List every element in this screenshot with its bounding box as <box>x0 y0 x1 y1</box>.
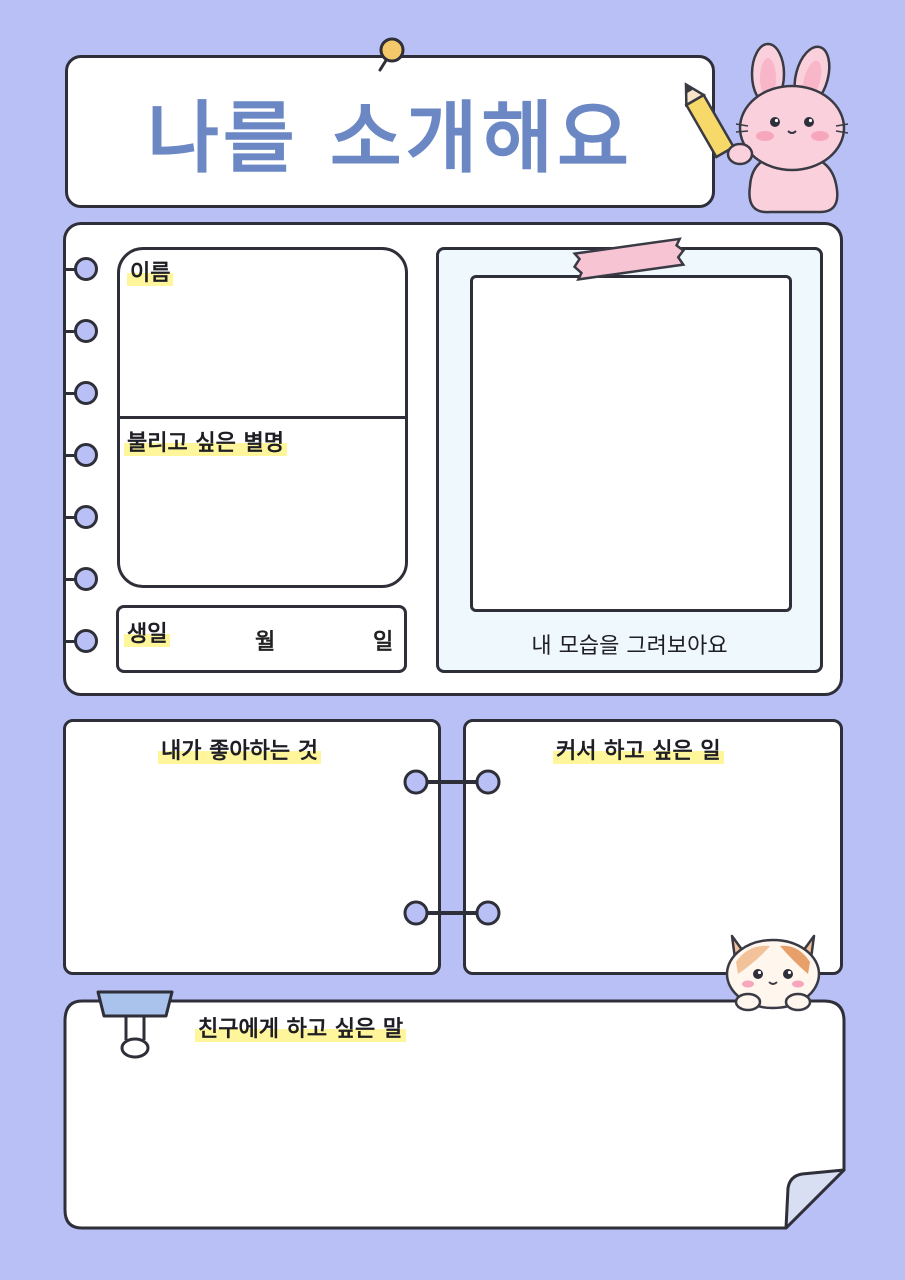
portrait-caption: 내 모습을 그려보아요 <box>531 634 728 659</box>
binder-ring <box>74 505 98 529</box>
day-label: 일 <box>373 630 394 655</box>
binder-ring <box>74 381 98 405</box>
message-card <box>63 999 846 1230</box>
birthday-label: 생일 <box>124 622 171 648</box>
message-label: 친구에게 하고 싶은 말 <box>195 1017 407 1043</box>
binder-clip-icon <box>96 990 174 1059</box>
name-nickname-box <box>117 247 408 588</box>
name-divider <box>120 416 405 419</box>
month-label: 월 <box>255 630 276 655</box>
binder-ring <box>74 257 98 281</box>
likes-label: 내가 좋아하는 것 <box>158 739 321 765</box>
birthday-month-field[interactable] <box>185 612 250 662</box>
nickname-field[interactable] <box>130 465 395 575</box>
pushpin-icon <box>378 37 405 72</box>
binder-ring <box>74 629 98 653</box>
dream-label: 커서 하고 싶은 일 <box>553 739 724 765</box>
binder-ring <box>74 319 98 343</box>
connector-rings <box>403 769 501 926</box>
message-field[interactable] <box>90 1060 770 1210</box>
birthday-day-field[interactable] <box>290 612 368 662</box>
washi-tape-icon <box>572 237 686 281</box>
page-title: 나를 소개해요 <box>147 93 633 184</box>
binder-ring <box>74 567 98 591</box>
bunny-with-pencil-icon <box>684 42 849 214</box>
name-label: 이름 <box>127 261 174 287</box>
likes-field[interactable] <box>80 775 410 960</box>
nickname-label: 불리고 싶은 별명 <box>124 431 287 457</box>
portrait-frame: 내 모습을 그려보아요 <box>436 247 823 673</box>
binder-ring <box>74 443 98 467</box>
title-card: 나를 소개해요 <box>65 55 715 208</box>
portrait-drawing-area[interactable] <box>470 275 792 612</box>
cat-peeking-icon <box>725 934 821 1012</box>
name-field[interactable] <box>130 295 395 407</box>
